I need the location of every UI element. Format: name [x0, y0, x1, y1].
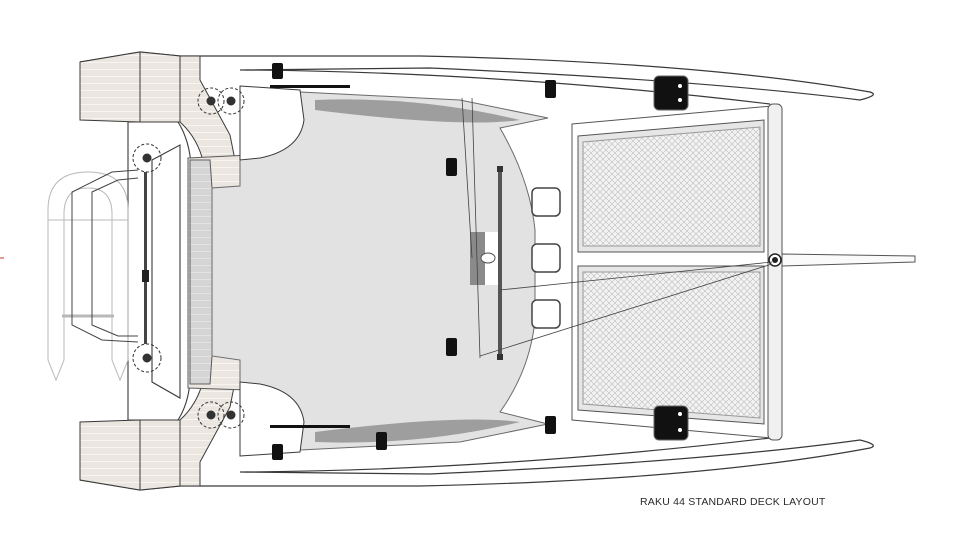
- forward-beam: [767, 103, 783, 441]
- portlight-3: [531, 299, 561, 329]
- winch-port-aft-2: [217, 87, 245, 115]
- mast-track: [497, 166, 503, 360]
- forestay-tack: [768, 253, 782, 267]
- rigging-lines: [461, 97, 773, 359]
- winch-stbd-aft-2: [217, 401, 245, 429]
- deck-hatch-port: [653, 75, 689, 111]
- dinghy-lifting-frame: [71, 169, 139, 343]
- hull-outline: [79, 51, 874, 491]
- deck-hatch-starboard: [653, 405, 689, 441]
- winch-port-aft-1: [197, 87, 225, 115]
- coachroof: [211, 91, 549, 451]
- helm-stations: [239, 85, 305, 457]
- deck-cleats: [272, 63, 556, 460]
- drawing-title: RAKU 44 STANDARD DECK LAYOUT: [640, 496, 826, 508]
- portlight-2: [531, 243, 561, 273]
- genoa-tracks: [270, 85, 350, 428]
- aft-crossbeam: [127, 121, 192, 421]
- winch-stbd-aft-1: [197, 401, 225, 429]
- bowsprit: [781, 253, 916, 267]
- dinghy: [47, 171, 129, 382]
- davit-bar: [142, 172, 149, 344]
- portlight-1: [531, 187, 561, 217]
- cabin-portlights: [531, 187, 561, 329]
